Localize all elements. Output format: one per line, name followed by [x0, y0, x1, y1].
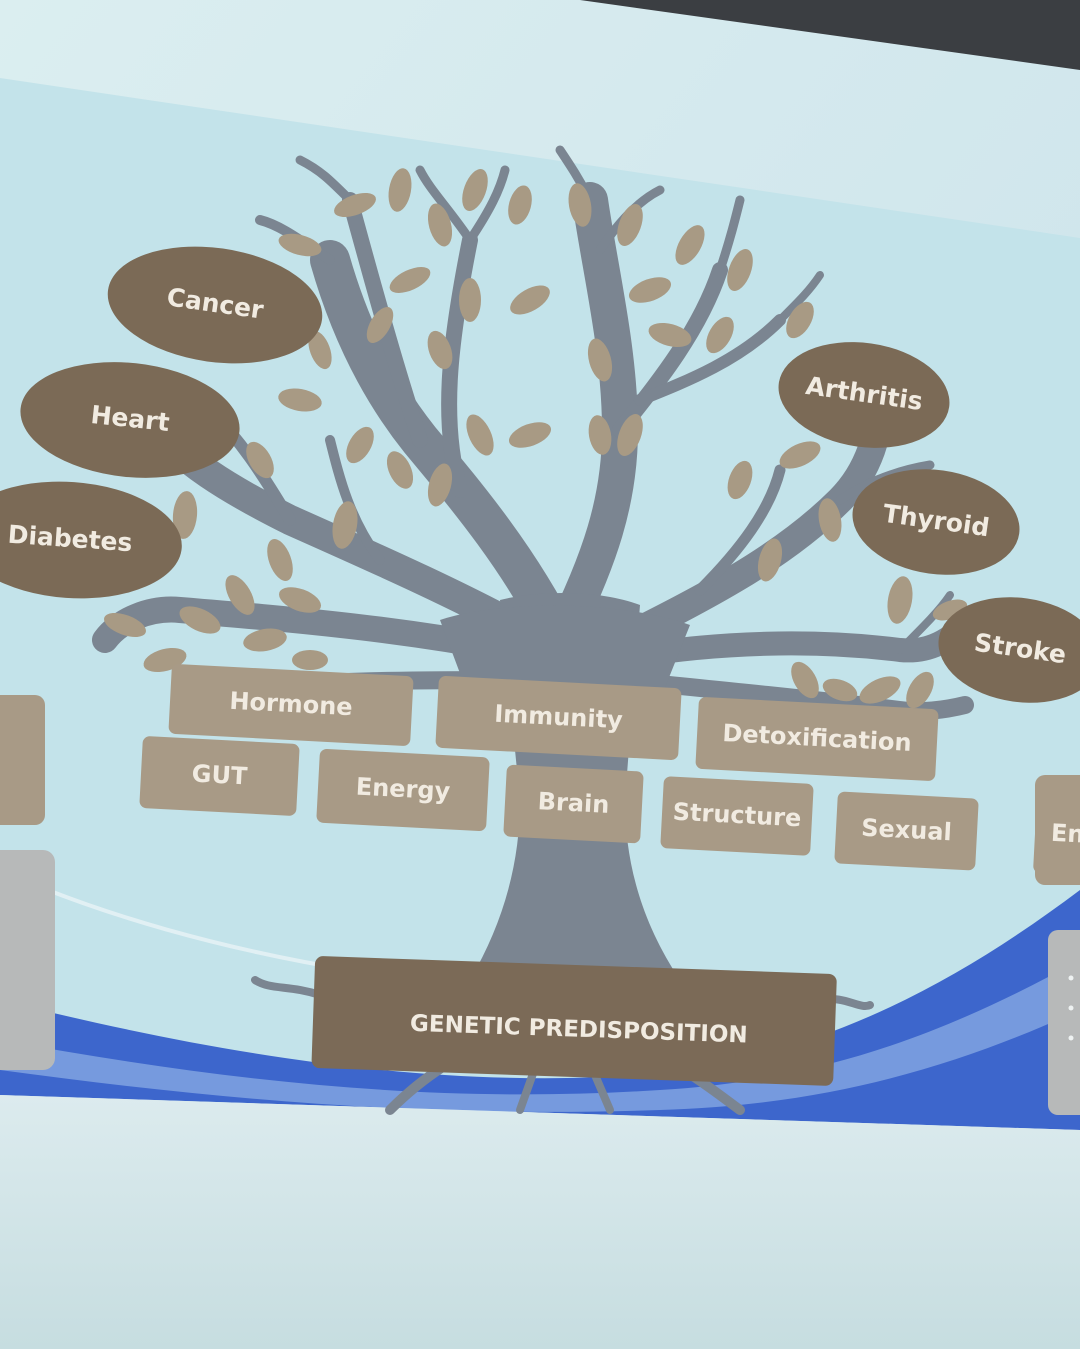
disease-thyroid: Thyroid [852, 469, 1020, 575]
screen-lower [0, 1095, 1080, 1349]
disease-oval [852, 469, 1020, 575]
disease-cancer: Cancer [107, 246, 323, 364]
system-label: Brain [537, 787, 610, 819]
system-brain: Brain [503, 764, 644, 844]
system-box [435, 676, 682, 760]
disease-oval [0, 481, 182, 599]
left-partial-panel [0, 850, 55, 1070]
disease-stroke: Stroke [938, 597, 1080, 703]
system-box [1033, 793, 1080, 877]
disease-oval [778, 342, 950, 448]
system-label: Structure [672, 798, 802, 833]
system-label: GUT [191, 760, 249, 791]
system-box [168, 664, 414, 746]
system-box [834, 791, 979, 871]
system-box [695, 697, 939, 781]
system-box [139, 736, 300, 816]
disease-oval [20, 362, 240, 478]
disease-diabetes: Diabetes [0, 481, 182, 599]
system-box [316, 748, 490, 832]
disease-heart: Heart [20, 362, 240, 478]
disease-oval [938, 597, 1080, 703]
system-box [660, 776, 814, 856]
system-hormone: Hormone [168, 664, 414, 746]
left-partial-box-1 [0, 695, 45, 825]
system-label: Immunity [494, 700, 624, 735]
disease-arthritis: Arthritis [778, 342, 950, 448]
root-genetic-predisposition: GENETIC PREDISPOSITION [311, 956, 837, 1086]
right-partial-panel [1048, 930, 1080, 1115]
system-structure: Structure [660, 776, 814, 856]
right-panel-dots [1068, 975, 1074, 1041]
system-environment: En [1033, 793, 1080, 877]
system-label: En [1050, 819, 1080, 849]
system-label: Sexual [861, 814, 953, 847]
system-detoxification: Detoxification [695, 697, 939, 781]
system-energy: Energy [316, 748, 490, 832]
system-box [503, 764, 644, 844]
system-immunity: Immunity [435, 676, 682, 760]
system-label: Energy [355, 773, 451, 806]
system-sexual: Sexual [834, 791, 979, 871]
system-label: Hormone [229, 687, 354, 721]
system-gut: GUT [139, 736, 300, 816]
disease-oval [107, 246, 323, 364]
root-box [311, 956, 837, 1086]
